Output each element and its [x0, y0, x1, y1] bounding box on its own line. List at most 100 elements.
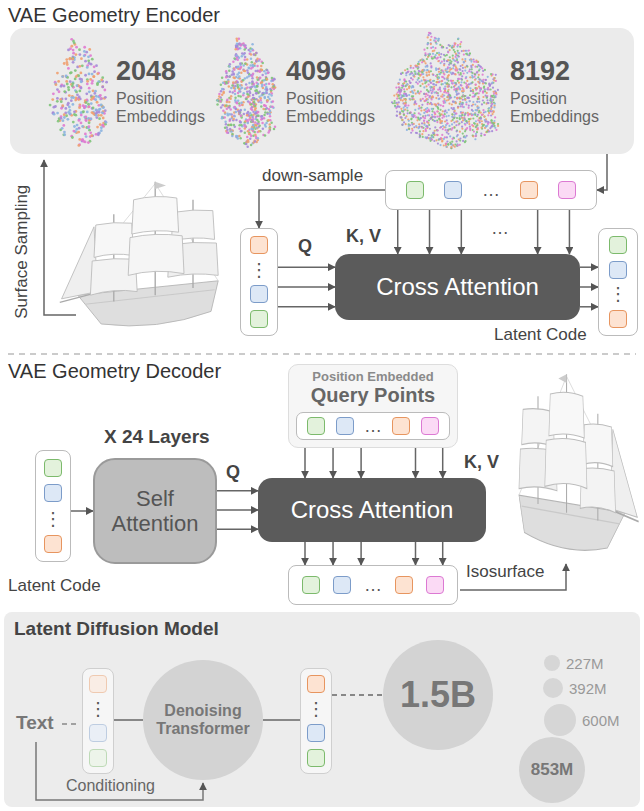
latent-code-column: ⋮	[82, 668, 114, 774]
latent-code-column: ⋮	[300, 668, 332, 774]
ellipsis: ⋮	[609, 285, 627, 303]
edge-label: K, V	[464, 452, 499, 473]
connector-line	[569, 210, 571, 254]
query-token-column: ⋮	[240, 228, 278, 336]
token-square	[302, 576, 320, 594]
latent-code-column: ⋮	[35, 450, 71, 562]
connector-line	[442, 448, 444, 478]
size-dot: 227M	[544, 655, 560, 671]
token-square	[558, 181, 576, 199]
ellipsis: …	[364, 576, 382, 594]
ellipsis: ⋮	[89, 700, 107, 718]
token-square	[89, 675, 107, 693]
token-square	[250, 236, 268, 254]
token-square	[307, 749, 325, 767]
token-square	[395, 576, 413, 594]
size-label: 600M	[582, 712, 620, 729]
connector-line	[332, 448, 334, 478]
query-points-panel: Position EmbeddedQuery Points…	[288, 364, 458, 448]
token-square	[609, 236, 627, 254]
connector-line	[259, 190, 385, 228]
point-count: 8192	[510, 56, 570, 87]
connector-line	[332, 542, 334, 565]
size-dot: 392M	[543, 678, 563, 698]
token-square	[426, 576, 444, 594]
token-square	[89, 724, 107, 742]
section-heading: VAE Geometry Decoder	[8, 360, 221, 383]
connector-line	[415, 542, 417, 565]
connector-line	[442, 542, 444, 565]
connector-line	[429, 210, 431, 254]
panel-subtitle: Position Embedded	[312, 370, 433, 384]
connector	[278, 267, 335, 307]
point-caption: Position Embeddings	[286, 90, 386, 127]
connector-line	[304, 542, 306, 565]
denoising-transformer-circle: Denoising Transformer	[143, 660, 263, 780]
latent-label: Latent Code	[8, 576, 101, 596]
isosurface-label: Isosurface	[466, 562, 544, 582]
size-label: 227M	[566, 655, 604, 672]
input-label: Text	[16, 712, 54, 734]
edge-label: K, V	[346, 226, 381, 247]
self-attention-block: Self Attention	[93, 458, 217, 564]
connector-line	[580, 286, 598, 288]
connector-line	[597, 154, 607, 190]
ellipsis: …	[364, 417, 382, 435]
size-label: 392M	[569, 680, 607, 697]
point-caption: Position Embeddings	[510, 90, 610, 127]
model-size-circle: 1.5B	[383, 640, 493, 750]
layer-count: X 24 Layers	[104, 426, 210, 448]
connector	[597, 154, 607, 190]
sampling-arrow	[44, 160, 76, 315]
connector	[217, 491, 258, 529]
connector-line	[580, 266, 598, 268]
latent-code-column: ⋮	[598, 228, 638, 336]
point-caption: Position Embeddings	[116, 90, 216, 127]
circle-label: 853M	[531, 760, 574, 780]
conditioning-label: Conditioning	[66, 777, 155, 795]
size-dot: 600M	[544, 704, 576, 736]
connector-line	[217, 490, 258, 492]
point-count: 2048	[116, 56, 176, 87]
token-square	[307, 724, 325, 742]
connector	[398, 210, 570, 254]
token-box: …	[385, 170, 597, 210]
point-cloud	[216, 37, 276, 148]
connector	[114, 720, 143, 721]
token-square	[250, 310, 268, 328]
token-square	[89, 749, 107, 767]
connector	[332, 695, 383, 696]
connector-line	[304, 448, 306, 478]
connector-line	[278, 266, 335, 268]
ellipsis: …	[491, 218, 509, 239]
circle-label: 1.5B	[400, 674, 476, 715]
section-separator	[8, 353, 636, 355]
token-square	[421, 417, 439, 435]
connector-line	[71, 510, 93, 512]
block-label: Cross Attention	[376, 273, 539, 301]
token-square	[333, 576, 351, 594]
connector	[263, 720, 300, 721]
connector-line	[217, 509, 258, 511]
connector-line	[263, 719, 300, 721]
cross-attention-block: Cross Attention	[258, 478, 486, 542]
token-square	[44, 535, 62, 553]
token-square	[609, 261, 627, 279]
point-cloud	[391, 32, 499, 150]
ellipsis: ⋮	[250, 261, 268, 279]
token-square	[336, 417, 354, 435]
cross-attention-block: Cross Attention	[335, 254, 580, 320]
ellipsis: …	[482, 181, 500, 199]
connector-line	[397, 210, 399, 254]
token-square	[307, 417, 325, 435]
connector-line	[360, 448, 362, 478]
edge-label: Q	[298, 236, 312, 257]
connector	[305, 448, 443, 478]
connector-line	[415, 448, 417, 478]
connector	[259, 190, 385, 228]
token-square	[444, 181, 462, 199]
dashed-link	[62, 723, 80, 725]
connector-line	[360, 542, 362, 565]
model-size-circle: 853M	[519, 737, 585, 803]
edge-label: Q	[226, 462, 240, 483]
